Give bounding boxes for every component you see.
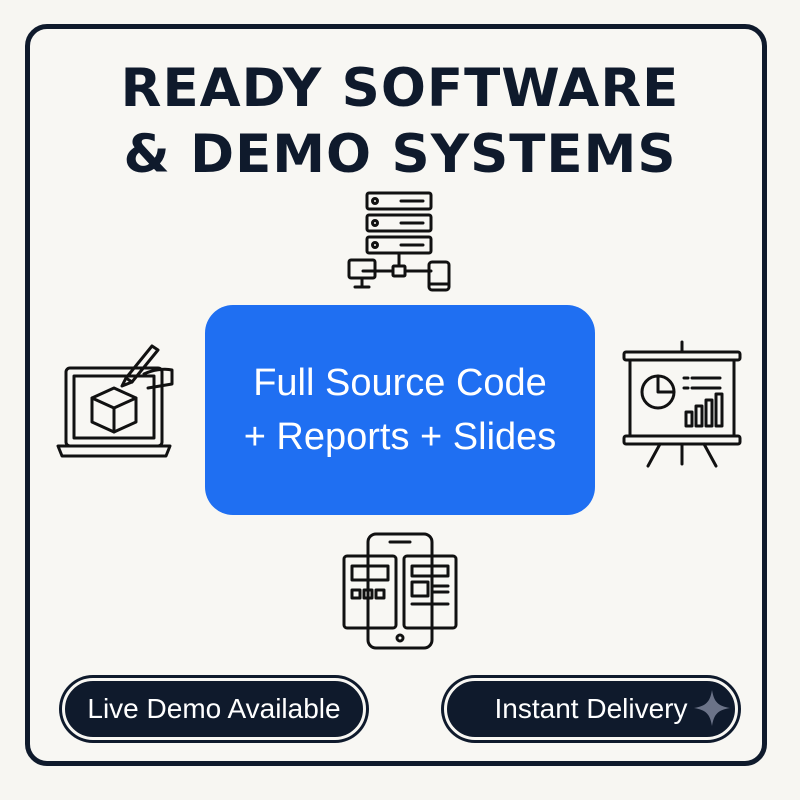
server-network-icon	[345, 190, 455, 296]
features-line-1: Full Source Code	[253, 362, 547, 404]
presentation-board-icon	[620, 340, 746, 468]
laptop-3d-design-icon	[56, 340, 180, 462]
sparkle-icon	[692, 688, 732, 733]
features-box: Full Source Code + Reports + Slides	[205, 305, 595, 515]
title-line-2: & DEMO SYSTEMS	[123, 124, 677, 185]
instant-delivery-badge: Instant Delivery	[444, 678, 738, 740]
title-line-1: READY SOFTWARE	[120, 58, 680, 119]
mobile-web-layout-icon	[340, 530, 460, 652]
live-demo-badge: Live Demo Available	[62, 678, 366, 740]
features-line-2: + Reports + Slides	[243, 416, 557, 458]
